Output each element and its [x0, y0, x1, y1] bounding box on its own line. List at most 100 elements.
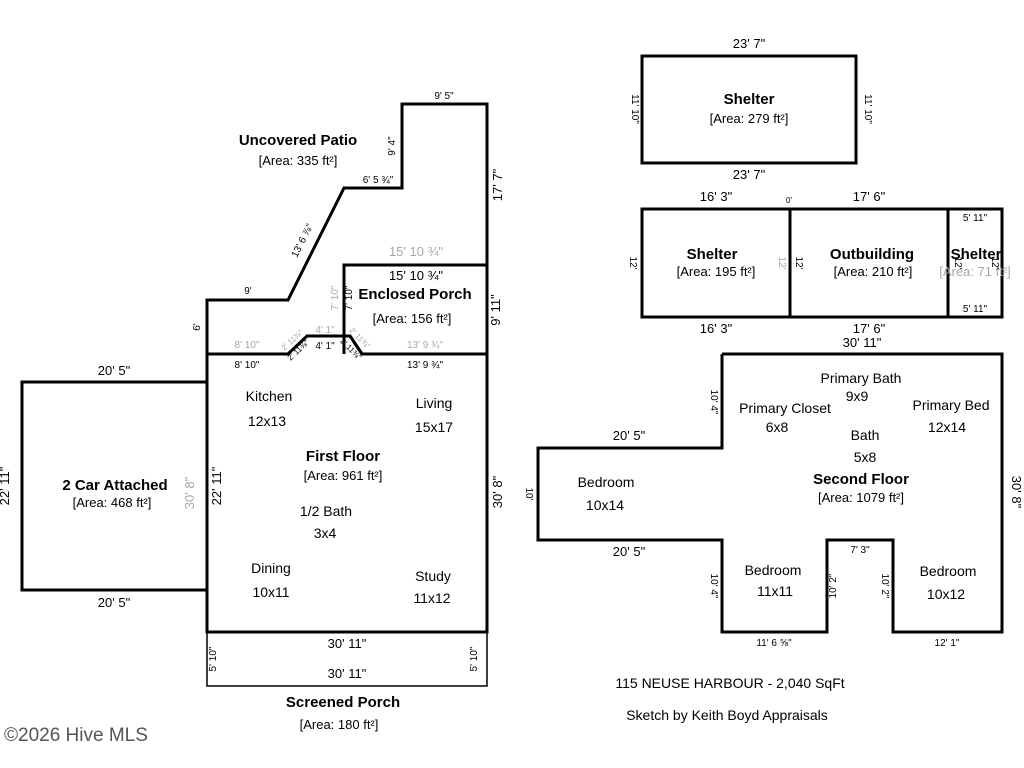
second-floor-dim-bottom-left: 11' 6 ⅝" [756, 638, 792, 649]
shelter-small-dim-right: 12' [989, 256, 1000, 269]
outbuilding-dim-top: 17' 6" [853, 189, 886, 204]
room-half-bath-size: 3x4 [314, 525, 337, 541]
screened-porch-area: [Area: 180 ft²] [300, 717, 379, 732]
shelter-small-area: [Area: 71 ft²] [939, 264, 1011, 279]
second-floor-dim-notch-left: 10' 2" [828, 573, 839, 598]
patio-dim-step-vertical: 9' 4" [387, 136, 398, 156]
first-floor-dim-left: 22' 11" [209, 466, 224, 505]
shelter-mid-outline [640, 207, 792, 319]
outbuilding-area: [Area: 210 ft²] [834, 264, 913, 279]
room-half-bath-name: 1/2 Bath [300, 503, 352, 519]
screened-porch-dim-right: 5' 10" [469, 646, 480, 671]
room-primary-bath-size: 9x9 [846, 388, 869, 404]
shelter-top: Shelter [Area: 279 ft²] 23' 7" 23' 7" 11… [629, 36, 873, 182]
first-floor-dim-top-left-gray: 8' 10" [235, 340, 260, 351]
shelter-top-area: [Area: 279 ft²] [710, 111, 789, 126]
first-floor-dim-left-gray: 30' 8" [182, 476, 197, 509]
shelter-mid-dim-left: 12' [627, 256, 638, 269]
screened-porch-title: Screened Porch [286, 694, 400, 711]
shelter-mid-dim-zero: 0' [786, 196, 792, 205]
room-primary-bath-name: Primary Bath [821, 370, 902, 386]
enclosed-porch-area: [Area: 156 ft²] [373, 311, 452, 326]
room-bedroom-east-size: 10x12 [927, 586, 965, 602]
first-floor-dim-top-right: 13' 9 ¾" [407, 360, 443, 371]
room-bath-name: Bath [851, 427, 880, 443]
first-floor-dim-top-right-gray: 13' 9 ¾" [407, 340, 443, 351]
shelter-mid-dim-top: 16' 3" [700, 189, 733, 204]
screened-porch: Screened Porch [Area: 180 ft²] 30' 11" 3… [206, 632, 488, 732]
second-floor-dim-wing-top: 20' 5" [613, 428, 646, 443]
shelter-mid-title: Shelter [687, 246, 738, 263]
shelter-small-title: Shelter [951, 246, 1002, 263]
room-study-name: Study [415, 568, 451, 584]
second-floor-dim-lower-left: 10' 4" [708, 574, 719, 599]
shelter-small-dim-top: 5' 11" [963, 213, 988, 224]
first-floor-dim-right: 30' 8" [490, 475, 505, 508]
room-bedroom-east-name: Bedroom [920, 563, 977, 579]
garage-area: [Area: 468 ft²] [73, 495, 152, 510]
uncovered-patio: Uncovered Patio [Area: 335 ft²] 9' 5" 9'… [192, 91, 505, 354]
second-floor-dim-top: 30' 11" [843, 335, 882, 350]
shelter-top-dim-left: 11' 10" [629, 94, 640, 124]
shelter-mid: Shelter [Area: 195 ft²] 16' 3" 16' 3" 12… [627, 189, 792, 336]
room-dining-size: 10x11 [252, 584, 289, 600]
first-floor: First Floor [Area: 961 ft²] Kitchen 12x1… [182, 325, 505, 634]
enclosed-porch-dim-right: 9' 11" [488, 294, 503, 326]
garage: 2 Car Attached [Area: 468 ft²] 20' 5" 20… [0, 363, 207, 610]
room-primary-bed-name: Primary Bed [912, 397, 989, 413]
shelter-top-dim-bottom: 23' 7" [733, 167, 766, 182]
shelter-top-dim-top: 23' 7" [733, 36, 766, 51]
room-study-size: 11x12 [413, 590, 450, 606]
room-primary-closet-size: 6x8 [766, 419, 789, 435]
room-living-name: Living [416, 395, 453, 411]
room-primary-closet-name: Primary Closet [739, 400, 831, 416]
screened-porch-dim-left: 5' 10" [208, 646, 219, 671]
patio-dim-low: 9' [244, 286, 252, 297]
garage-dim-bottom: 20' 5" [98, 595, 131, 610]
outbuilding-dim-bottom: 17' 6" [853, 321, 886, 336]
room-kitchen-name: Kitchen [246, 388, 293, 404]
shelter-mid-dim-right-gray: 12' [776, 256, 787, 269]
second-floor-dim-right: 30' 8" [1009, 476, 1024, 509]
garage-outline [20, 380, 207, 592]
outbuilding-title: Outbuilding [830, 246, 914, 263]
shelter-top-dim-right: 11' 10" [862, 94, 873, 124]
screened-porch-dim-top: 30' 11" [328, 636, 367, 651]
shelter-small: Shelter [Area: 71 ft²] 5' 11" 5' 11" 12'… [939, 207, 1011, 319]
shelter-small-dim-left: 12' [952, 256, 963, 269]
shelter-mid-area: [Area: 195 ft²] [677, 264, 756, 279]
second-floor-dim-notch-right: 10' 2" [879, 574, 890, 599]
second-floor-title: Second Floor [813, 471, 909, 488]
room-primary-bed-size: 12x14 [928, 419, 966, 435]
room-bedroom-west-name: Bedroom [578, 474, 635, 490]
room-bath-size: 5x8 [854, 449, 877, 465]
second-floor-dim-wing-bottom: 20' 5" [613, 544, 646, 559]
room-bedroom-south-name: Bedroom [745, 562, 802, 578]
enclosed-porch-dim-top: 15' 10 ¾" [389, 268, 443, 283]
patio-dim-left: 6' [192, 323, 203, 331]
patio-dim-step-horizontal: 6' 5 ¾" [363, 175, 394, 186]
watermark: ©2026 Hive MLS [4, 725, 148, 746]
caption-credit: Sketch by Keith Boyd Appraisals [626, 707, 828, 723]
garage-title: 2 Car Attached [62, 477, 167, 494]
shelter-small-dim-bottom: 5' 11" [963, 304, 988, 315]
second-floor: Second Floor [Area: 1079 ft²] Primary Ba… [523, 335, 1024, 649]
room-bedroom-south-size: 11x11 [757, 583, 793, 599]
room-living-size: 15x17 [415, 419, 453, 435]
shelter-small-outline [946, 207, 1004, 319]
first-floor-area: [Area: 961 ft²] [304, 468, 383, 483]
second-floor-outline [536, 352, 1004, 634]
garage-dim-left: 22' 11" [0, 466, 12, 505]
shelter-mid-dim-bottom: 16' 3" [700, 321, 733, 336]
second-floor-dim-notch-top: 7' 3" [850, 545, 870, 556]
second-floor-dim-upper-left: 10' 4" [708, 390, 719, 415]
first-floor-title: First Floor [306, 448, 380, 465]
outbuilding: Outbuilding [Area: 210 ft²] 17' 6" 17' 6… [788, 189, 950, 336]
first-floor-outline [205, 334, 489, 634]
room-kitchen-size: 12x13 [248, 413, 286, 429]
caption-address: 115 NEUSE HARBOUR - 2,040 SqFt [615, 675, 844, 691]
second-floor-area: [Area: 1079 ft²] [818, 490, 904, 505]
enclosed-porch-dim-top-gray: 15' 10 ¾" [389, 244, 443, 259]
room-bedroom-west-size: 10x14 [586, 497, 624, 513]
